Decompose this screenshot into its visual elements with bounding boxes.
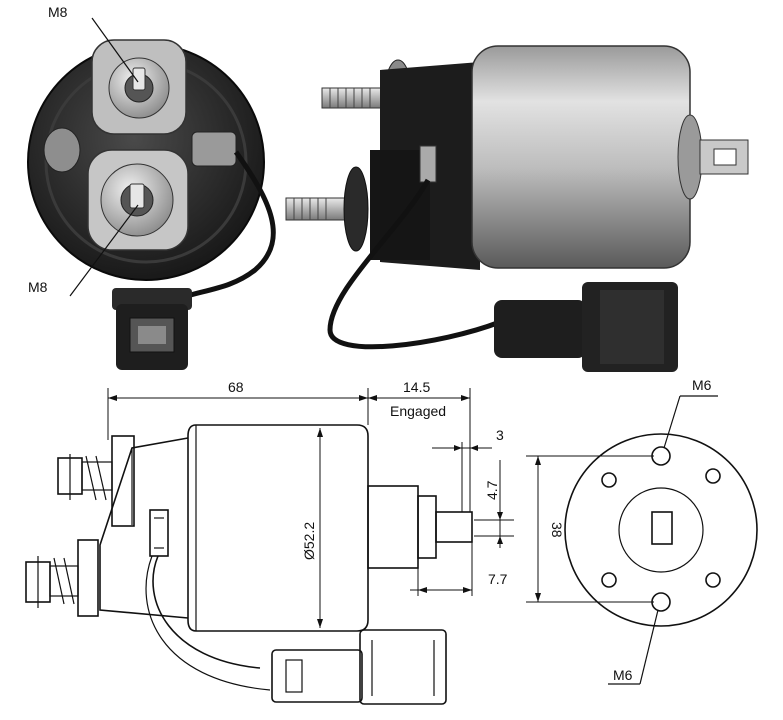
mount-thread-label-lower: M6	[613, 667, 633, 683]
dim-bolt-spacing: 38	[549, 522, 565, 538]
mount-thread-label-upper: M6	[692, 377, 712, 393]
thread-label-lower: M8	[28, 279, 48, 295]
dim-stroke-length: 14.5	[403, 379, 430, 395]
side-view-photo	[285, 45, 749, 372]
dim-plunger-length: 7.7	[488, 571, 508, 587]
side-drawing	[25, 424, 473, 705]
end-view-photo	[27, 17, 276, 370]
dimension-lines	[107, 388, 514, 628]
front-flange-drawing	[526, 395, 758, 685]
dim-body-diameter: Ø52.2	[301, 522, 317, 560]
dim-overall-length: 68	[228, 379, 244, 395]
dim-stroke-state: Engaged	[390, 403, 446, 419]
dim-plunger-slot: 3	[496, 427, 504, 443]
thread-label-upper: M8	[48, 4, 68, 20]
dim-plunger-width: 4.7	[484, 480, 500, 500]
